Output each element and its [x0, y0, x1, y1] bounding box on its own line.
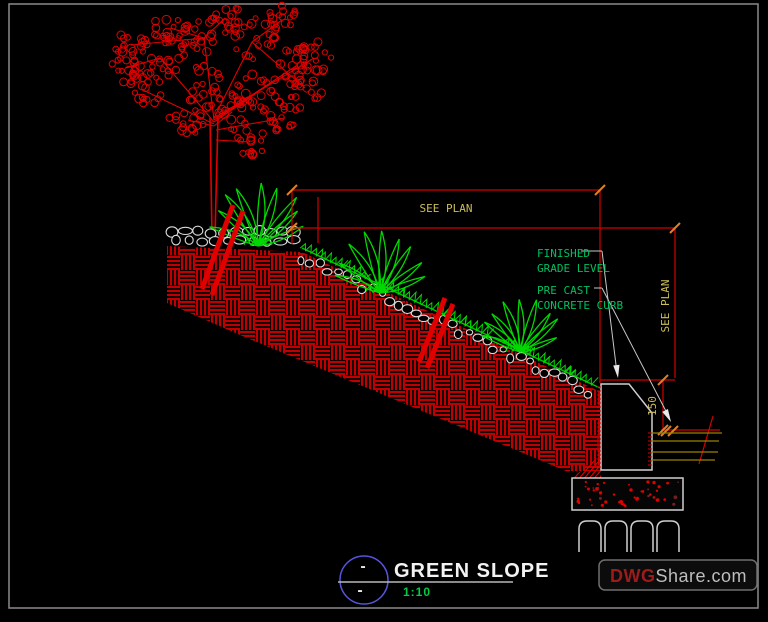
detail-mark-top: - — [359, 560, 367, 575]
dim-text-see-plan-vertical: SEE PLAN — [659, 280, 672, 333]
watermark: DWGShare.com — [598, 559, 758, 591]
plants — [209, 182, 559, 353]
detail-mark-bottom: - — [356, 584, 364, 599]
watermark-dwg: DWG — [610, 566, 656, 586]
detail-reference-circle — [339, 555, 389, 605]
pavement-layers — [652, 432, 722, 461]
label-precast-line1: PRE CAST — [537, 284, 590, 297]
watermark-share: Share.com — [656, 566, 748, 586]
title-block: - - GREEN SLOPE 1:10 — [338, 555, 549, 605]
drawing-layer — [8, 1, 759, 609]
label-finished-grade-line2: GRADE LEVEL — [537, 262, 610, 275]
drawing-scale: 1:10 — [403, 585, 431, 599]
soil-hatch — [167, 246, 601, 471]
ground-arches — [578, 520, 680, 552]
dim-text-curb-height-150: 150 — [646, 396, 659, 416]
border-frame — [8, 3, 759, 609]
tree — [108, 1, 335, 237]
label-precast-line2: CONCRETE CURB — [537, 299, 623, 312]
label-finished-grade-line1: FINISHED — [537, 247, 590, 260]
watermark-text: DWGShare.com — [610, 566, 747, 586]
dim-text-see-plan-horizontal: SEE PLAN — [420, 202, 473, 215]
grass-tufts — [299, 242, 599, 387]
break-marks — [199, 204, 456, 369]
foundation — [571, 477, 684, 511]
precast-curb — [597, 383, 653, 471]
leader-lines — [581, 250, 671, 422]
drawing-title: GREEN SLOPE — [394, 560, 549, 582]
slope-surface-line — [301, 247, 601, 389]
watermark-box — [598, 559, 758, 591]
